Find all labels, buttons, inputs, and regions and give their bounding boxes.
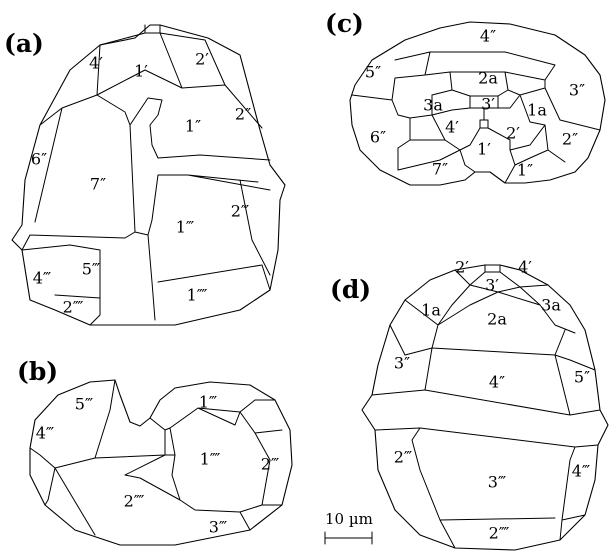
panel-b-plate-3ppp: 3‴ (209, 518, 228, 537)
panel-c-plate-7pp: 7″ (432, 160, 448, 179)
panel-a-outline (11, 24, 286, 326)
panel-d-sutures (371, 264, 601, 549)
panel-a-plate-7pp: 7″ (90, 175, 106, 194)
panel-b-plate-2pppp: 2⁗ (124, 492, 145, 511)
panel-a-plate-1ppp: 1‴ (176, 218, 195, 237)
panel-c-plate-1p: 1′ (477, 140, 491, 159)
scale-bar-line (324, 531, 373, 545)
panel-b-plate-1ppp: 1‴ (199, 393, 218, 412)
panel-d-plate-3a: 3a (541, 296, 561, 315)
panel-d-plate-3p: 3′ (485, 276, 499, 295)
panel-a-plate-4p: 4′ (89, 54, 103, 73)
panel-b-plate-5ppp: 5‴ (75, 395, 94, 414)
panel-c-plate-3pp: 3″ (569, 81, 585, 100)
panel-c-plate-2a: 2a (478, 69, 498, 88)
panel-d-title: (d) (330, 275, 371, 304)
panel-c-outline (349, 21, 606, 186)
panel-a-sutures (21, 24, 271, 326)
panel-d-outline (361, 264, 609, 551)
panel-c-plate-4pp: 4″ (480, 27, 496, 46)
panel-d-plate-2pppp: 2⁗ (489, 524, 510, 543)
panel-c-plate-3a: 3a (423, 96, 443, 115)
panel-d-plate-5pp: 5″ (574, 368, 590, 387)
panel-b-title: (b) (17, 357, 58, 386)
panel-d-plate-2a: 2a (487, 310, 507, 329)
panel-d-plate-2p: 2′ (455, 258, 469, 277)
panel-c-plate-1a: 1a (527, 101, 547, 120)
panel-b: (b) 5‴ 1‴ 4‴ 1⁗ 2‴ 2⁗ 3‴ (17, 357, 293, 546)
panel-c-plate-1pp: 1″ (517, 161, 533, 180)
panel-d-plate-3ppp: 3‴ (488, 473, 507, 492)
panel-d-plate-4p: 4′ (518, 258, 532, 277)
panel-a-plate-1pp: 1″ (185, 117, 201, 136)
panel-b-plate-4ppp: 4‴ (36, 424, 55, 443)
panel-c-plate-5pp: 5″ (365, 63, 381, 82)
panel-a-plate-1p: 1′ (134, 62, 148, 81)
panel-c-sutures (351, 51, 601, 184)
panel-a-plate-4ppp: 4‴ (33, 269, 52, 288)
panel-a-plate-2pppp: 2⁗ (63, 298, 84, 317)
panel-a: (a) 4′ 1′ 2′ 2″ 1″ 6″ 7″ 1‴ 2‴ 4‴ 5‴ 1⁗ … (4, 24, 286, 326)
scale-bar-label: 10 µm (325, 510, 373, 528)
panel-c-plate-2p: 2′ (506, 124, 520, 143)
panel-b-plate-2ppp: 2‴ (261, 455, 280, 474)
panel-a-plate-2pp: 2″ (235, 105, 251, 124)
panel-b-sutures (29, 379, 283, 536)
panel-a-title: (a) (4, 29, 44, 58)
panel-d-plate-4pp: 4″ (489, 373, 505, 392)
panel-c-plate-4p: 4′ (445, 118, 459, 137)
panel-b-outline (29, 379, 293, 546)
panel-c: (c) 4″ 5″ 2a 3″ 3a 3′ 1a 6″ 4′ 2′ 2″ 1′ … (325, 9, 606, 186)
panel-a-plate-1pppp: 1⁗ (187, 286, 208, 305)
panel-d-plate-4ppp: 4‴ (572, 462, 591, 481)
panel-a-plate-6pp: 6″ (31, 150, 47, 169)
panel-c-title: (c) (325, 9, 364, 38)
panel-d-plate-3pp: 3″ (394, 354, 410, 373)
panel-d: (d) 2′ 3′ 4′ 1a 2a 3a 3″ 4″ 5″ 2‴ 3‴ 4‴ … (330, 258, 609, 551)
panel-a-plate-2ppp: 2‴ (231, 202, 250, 221)
scale-bar: 10 µm (324, 510, 373, 545)
panel-a-plate-5ppp: 5‴ (82, 260, 101, 279)
panel-d-plate-1a: 1a (421, 301, 441, 320)
panel-c-plate-2pp: 2″ (562, 130, 578, 149)
panel-d-plate-2ppp: 2‴ (394, 448, 413, 467)
panel-b-plate-1pppp: 1⁗ (200, 450, 221, 469)
panel-a-plate-2p: 2′ (195, 50, 209, 69)
panel-c-plate-6pp: 6″ (370, 128, 386, 147)
panel-c-plate-3p: 3′ (481, 95, 495, 114)
